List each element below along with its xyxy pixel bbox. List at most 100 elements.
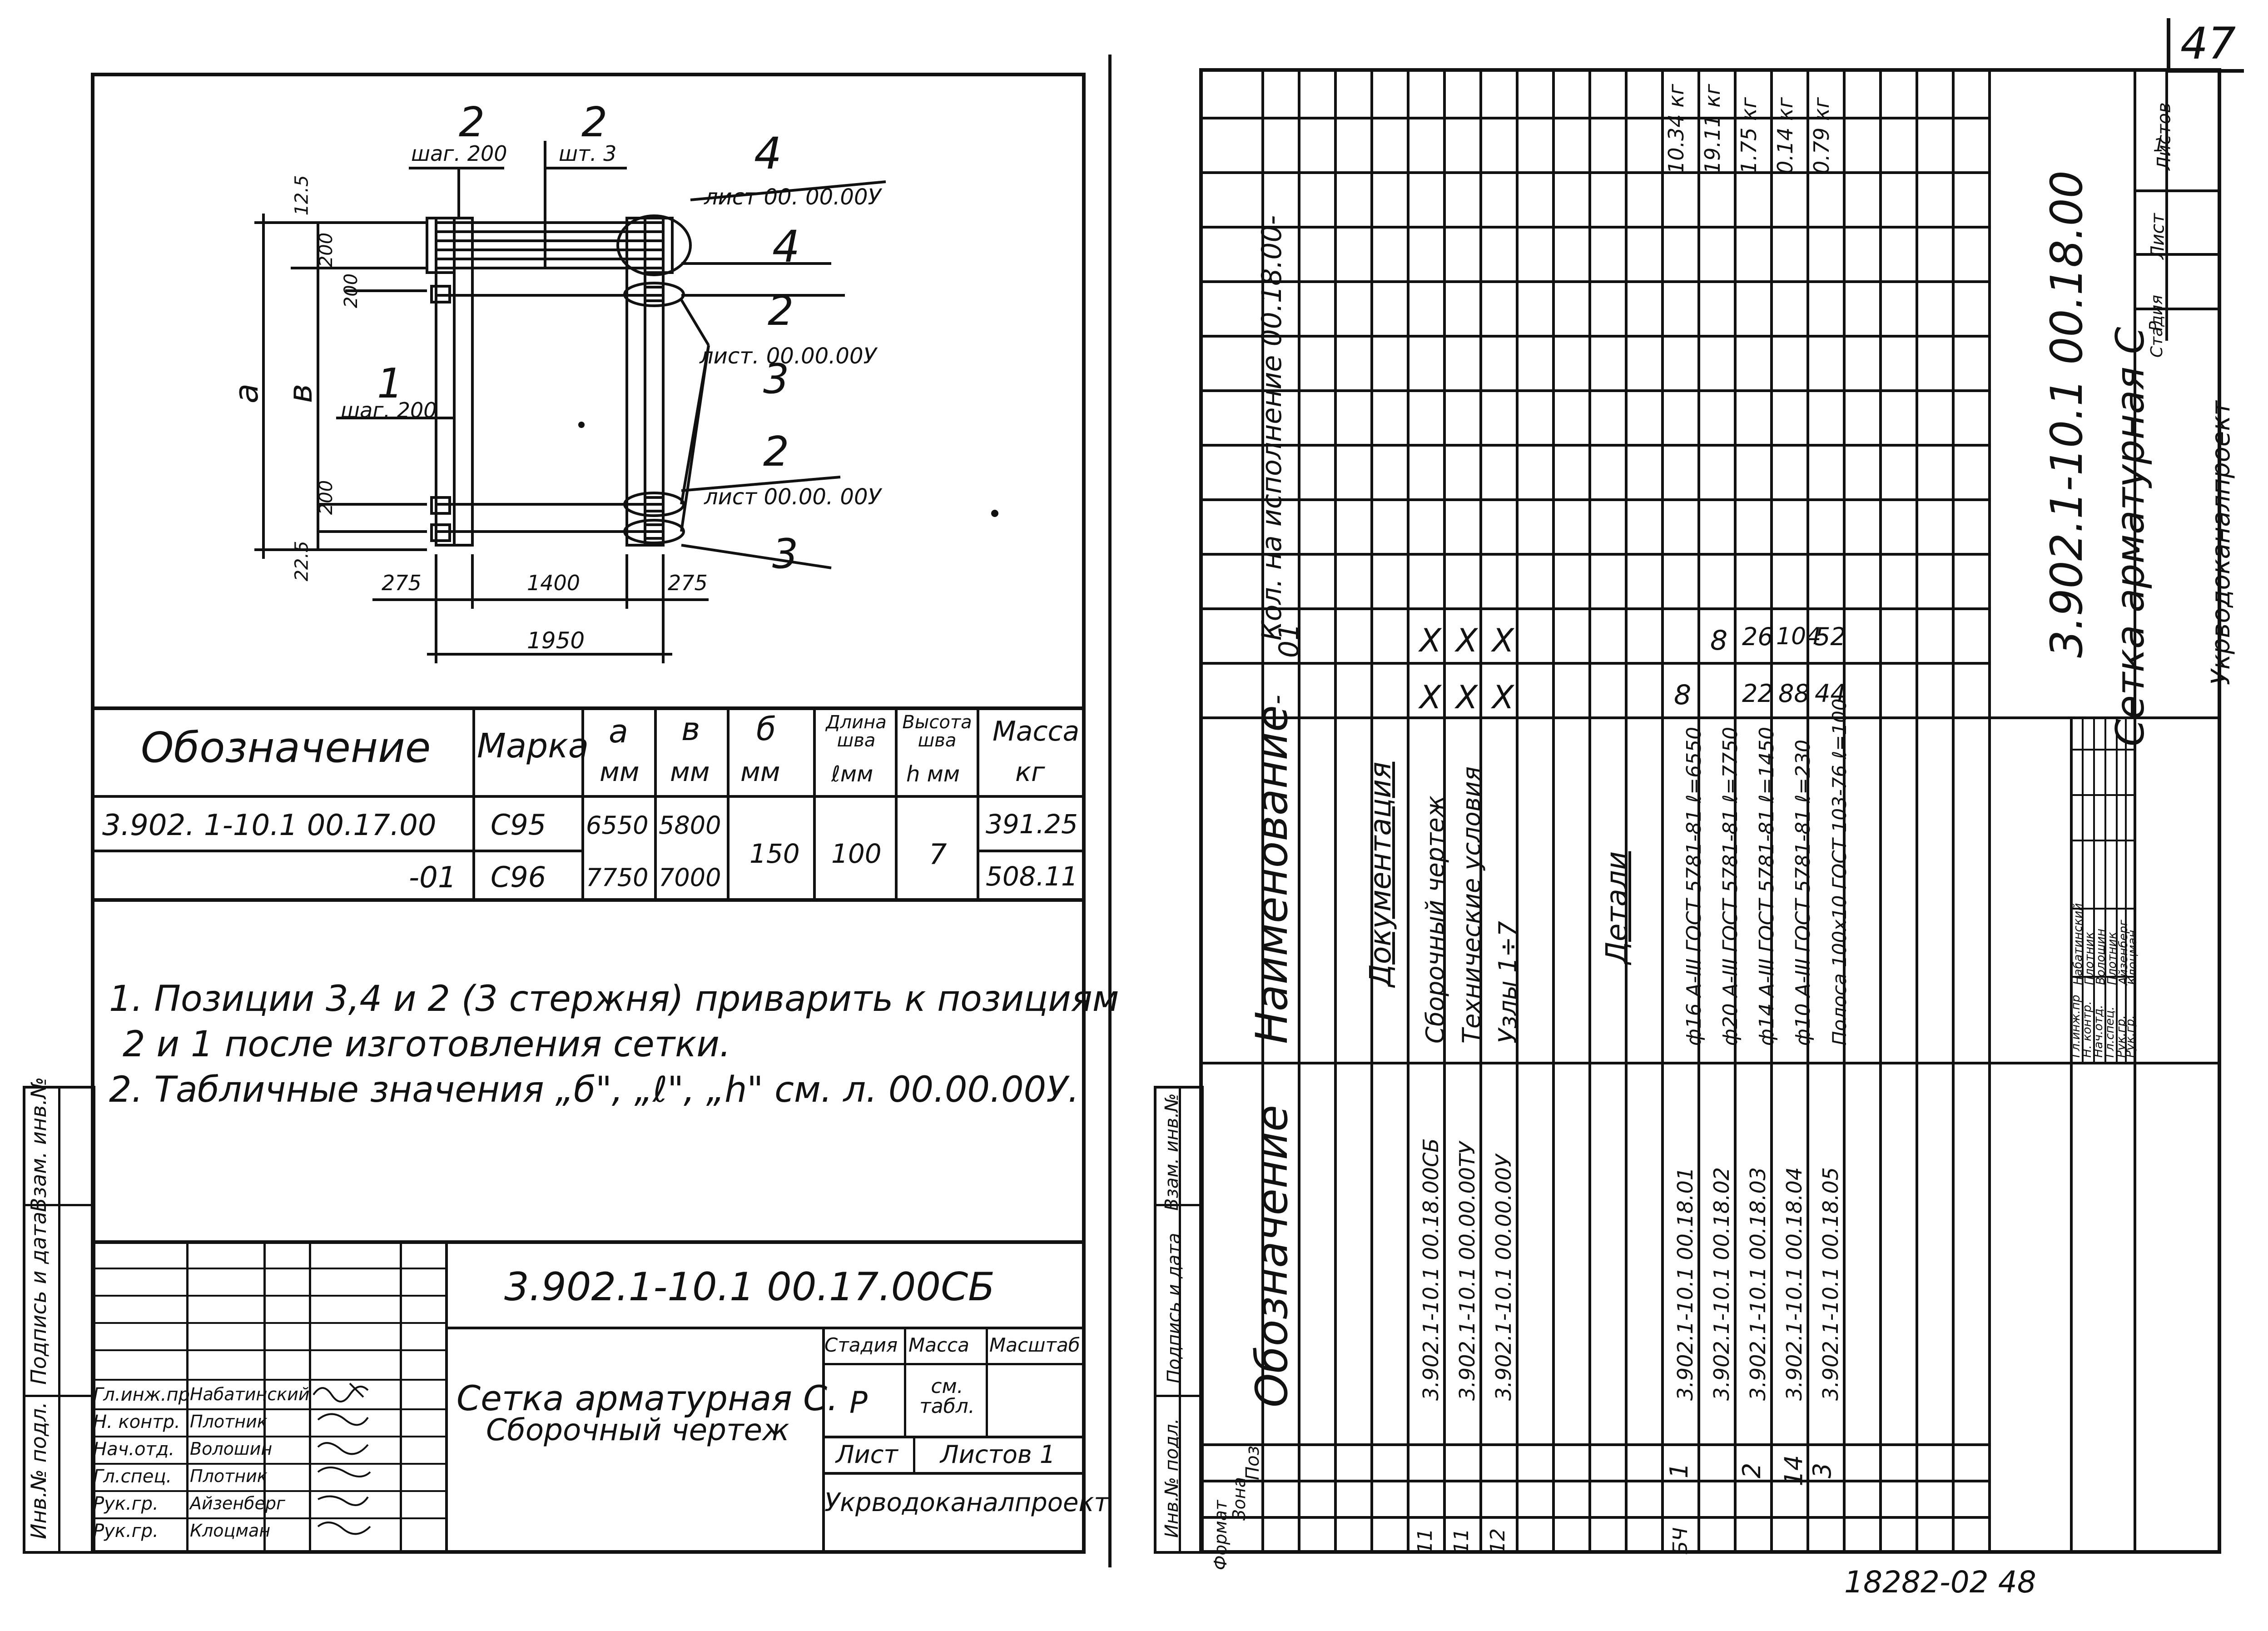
- spec-section-docs: Документация: [1364, 761, 1398, 987]
- row1-designation: 3.902. 1-10.1 00.17.00: [102, 809, 437, 842]
- note-2: 2. Табличные значения „б", „ℓ", „h" см. …: [109, 1069, 1079, 1110]
- row-5-name: ф14 А-III ГОСТ 5781-81 ℓ=1450: [1755, 726, 1778, 1046]
- label-4-top: 4: [754, 128, 782, 179]
- left-sheets-header: Листов 1: [940, 1440, 1056, 1469]
- row-7-pos: 3: [1808, 1462, 1837, 1479]
- left-org: Укрводоканалпроект: [824, 1488, 1109, 1517]
- left-stage-header: Стадия: [824, 1334, 898, 1356]
- spec-header-format: Формат: [1211, 1500, 1231, 1571]
- left-stamp-replace: Взам. инв.№: [26, 1077, 51, 1212]
- left-role-1: Н. контр.: [93, 1412, 180, 1432]
- left-name-4: Айзенберг: [190, 1493, 286, 1513]
- left-stamp-sign: Подпись и дата: [26, 1211, 51, 1385]
- left-stamp-inv: Инв.№ подл.: [26, 1402, 51, 1539]
- table-header-mark: Марка: [477, 726, 589, 766]
- table-header-b-unit: мм: [670, 756, 710, 787]
- table-header-weld-len: Длина шва: [826, 712, 887, 751]
- row-7-q2: 52: [1815, 622, 1846, 651]
- page-number: 47: [2180, 18, 2236, 69]
- row-0-format: 11: [1414, 1528, 1437, 1554]
- label-pos2-top-mid-sub: шт. 3: [559, 141, 617, 166]
- row1-a: 6550: [586, 811, 649, 840]
- table-header-weld-len-unit: ℓмм: [831, 761, 873, 787]
- left-title-line1: Сетка арматурная С.: [457, 1378, 839, 1418]
- row-6-name: ф10 А-III ГОСТ 5781-81 ℓ=230: [1792, 739, 1815, 1046]
- row-3-name: ф16 А-III ГОСТ 5781-81 ℓ=6550: [1682, 726, 1706, 1046]
- table-header-a-unit: мм: [600, 756, 640, 787]
- shared-weld-len: 100: [831, 838, 882, 869]
- shared-delta: 150: [749, 838, 800, 869]
- row-7-q1: 44: [1815, 679, 1846, 708]
- row2-a: 7750: [586, 863, 649, 892]
- left-title-block: [91, 1240, 1086, 1554]
- row-7-name: Полоса 100х10 ГОСТ 103-76 ℓ=100: [1828, 698, 1851, 1045]
- row-4-name: ф20 А-III ГОСТ 5781-81 ℓ=7750: [1719, 726, 1742, 1046]
- left-role-3: Гл.спец.: [93, 1466, 172, 1487]
- left-role-2: Нач.отд.: [93, 1439, 175, 1460]
- row-0-designation: 3.902.1-10.1 00.18.00СБ: [1419, 1138, 1443, 1401]
- table-header-mass-unit: кг: [1015, 756, 1045, 787]
- label-3-mid: 3: [763, 355, 789, 403]
- row-4-designation: 3.902.1-10.1 00.18.02: [1709, 1167, 1734, 1401]
- row1-mass: 391.25: [986, 809, 1078, 840]
- spec-header-qty-col1: -: [1261, 695, 1293, 705]
- row-2-designation: 3.902.1-10.1 00.00.00У: [1491, 1154, 1516, 1401]
- dim-275-right: 275: [668, 571, 708, 595]
- label-2-mid: 2: [768, 287, 794, 335]
- table-header-weld-h-unit: h мм: [906, 761, 960, 787]
- label-pos2-top-left-sub: шаг. 200: [411, 141, 507, 166]
- spec-header-pos: Поз: [1242, 1446, 1263, 1480]
- label-2-low: 2: [763, 428, 789, 476]
- label-4-top-sub: лист 00. 00.00У: [704, 184, 881, 210]
- left-name-1: Плотник: [190, 1412, 268, 1432]
- row2-mass: 508.11: [986, 861, 1078, 892]
- row-2-format: 12: [1486, 1528, 1509, 1554]
- left-role-0: Гл.инж.пр: [93, 1384, 190, 1405]
- right-sheet-frame: [1199, 68, 2221, 1554]
- left-doc-code: 3.902.1-10.1 00.17.00СБ: [504, 1264, 995, 1310]
- left-mass-value: см. табл.: [919, 1375, 975, 1418]
- row-1-format: 11: [1450, 1528, 1473, 1554]
- spec-header-qty-col2: 01: [1273, 623, 1305, 658]
- left-stage-value: Р: [849, 1385, 868, 1420]
- right-doc-code: 3.902.1-10.1 00.18.00: [2041, 170, 2092, 658]
- left-role-4: Рук.гр.: [93, 1493, 159, 1514]
- shared-weld-h: 7: [929, 838, 947, 871]
- dim-1400: 1400: [527, 571, 581, 595]
- row-4-mass: 19.11 кг: [1700, 84, 1725, 174]
- row-5-designation: 3.902.1-10.1 00.18.03: [1746, 1167, 1770, 1401]
- row2-designation: -01: [409, 861, 457, 895]
- row-2-q2: X: [1492, 622, 1514, 659]
- row-0-q2: X: [1419, 622, 1441, 659]
- left-name-5: Клоцман: [190, 1521, 271, 1541]
- label-pos2-top-left: 2: [459, 99, 485, 146]
- left-title-line2: Сборочный чертеж: [486, 1412, 789, 1447]
- table-header-b: в: [681, 711, 700, 748]
- row-6-pos: 14: [1779, 1455, 1808, 1487]
- dim-275-left: 275: [382, 571, 422, 595]
- dim-a: a: [227, 383, 266, 404]
- left-scale-header: Масштаб: [989, 1334, 1080, 1356]
- table-header-delta: б: [756, 711, 776, 748]
- row-6-designation: 3.902.1-10.1 00.18.04: [1782, 1167, 1806, 1401]
- right-stamp-sign: Подпись и дата: [1164, 1233, 1185, 1383]
- table-header-delta-unit: мм: [740, 756, 780, 787]
- row-7-mass: 0.79 кг: [1809, 97, 1834, 174]
- dim-200-c: 200: [316, 480, 337, 515]
- row2-mark: С96: [491, 860, 546, 894]
- row-3-format: БЧ: [1669, 1527, 1692, 1555]
- right-stage-value: Р: [2146, 321, 2165, 331]
- row-0-name: Сборочный чертеж: [1421, 795, 1449, 1044]
- dim-b: в: [281, 383, 320, 403]
- spec-header-name: Наименование: [1246, 705, 1297, 1044]
- label-2-low-sub: лист 00.00. 00У: [704, 484, 881, 510]
- row-5-pos: 2: [1737, 1462, 1767, 1479]
- row1-b: 5800: [659, 811, 721, 840]
- right-sheets-value: 1: [2153, 135, 2165, 156]
- spec-header-zone: Зона: [1229, 1477, 1249, 1521]
- dim-200-b: 200: [341, 273, 362, 308]
- table-header-mass: Масса: [993, 716, 1080, 747]
- spec-header-designation: Обозначение: [1246, 1104, 1297, 1407]
- spec-section-details: Детали: [1600, 851, 1634, 964]
- row-4-q2: 8: [1710, 625, 1728, 656]
